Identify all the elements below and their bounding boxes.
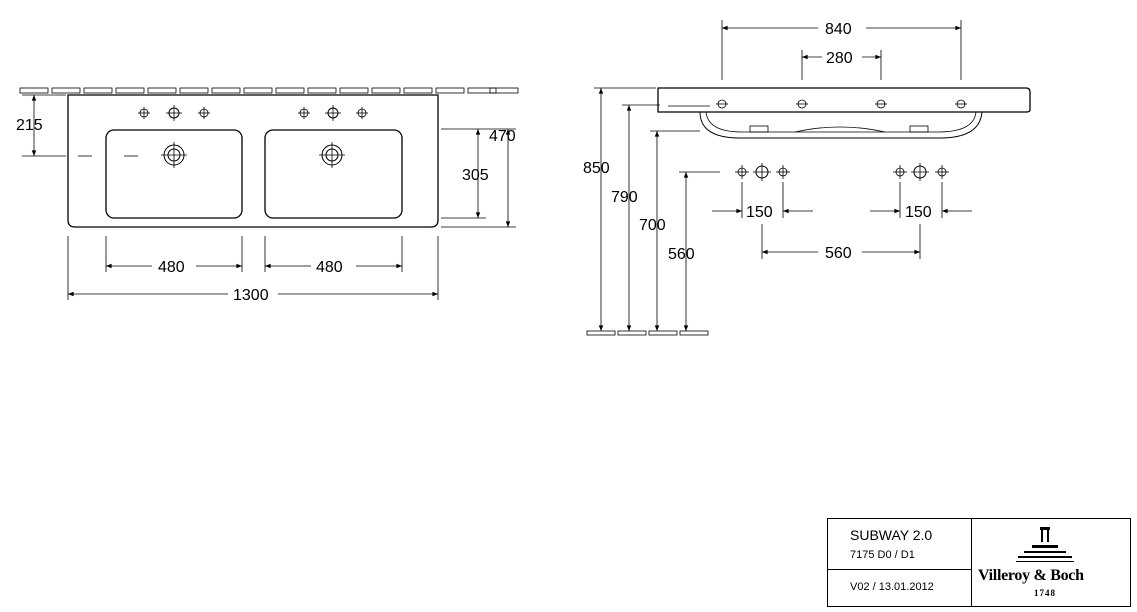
dimension-790: 790 [611, 104, 660, 332]
right-drain-icon [319, 142, 345, 168]
svg-text:840: 840 [825, 21, 852, 38]
svg-text:1300: 1300 [233, 287, 269, 304]
svg-text:280: 280 [826, 50, 853, 67]
svg-text:480: 480 [316, 259, 343, 276]
dimension-305: 305 [441, 129, 489, 219]
dimension-480-right: 480 [264, 236, 403, 276]
title-block-divider [828, 569, 971, 570]
left-supply-connections-icon [735, 163, 790, 181]
svg-text:850: 850 [583, 160, 610, 177]
title-block: SUBWAY 2.0 7175 D0 / D1 V02 / 13.01.2012… [827, 518, 1131, 607]
brand-logo-icon [1016, 527, 1074, 562]
svg-text:480: 480 [158, 259, 185, 276]
brand-area: Villeroy & Boch 1748 [972, 519, 1130, 606]
dimension-215: 215 [16, 94, 66, 157]
svg-text:560: 560 [668, 246, 695, 263]
outlet-markers-icon [716, 99, 967, 109]
brand-year: 1748 [1034, 588, 1056, 598]
side-view: 840 280 850 790 [583, 20, 1031, 336]
product-name: SUBWAY 2.0 [850, 527, 933, 543]
right-tap-holes-icon [298, 105, 368, 121]
svg-text:150: 150 [746, 204, 773, 221]
dimension-560-height: 560 [668, 171, 720, 332]
svg-text:470: 470 [489, 128, 516, 145]
left-tap-holes-icon [138, 105, 210, 121]
wall-tiles [19, 87, 519, 94]
dimension-700: 700 [639, 130, 700, 332]
right-bowl [264, 129, 403, 219]
dimension-150-right: 150 [870, 182, 972, 221]
dimension-480-left: 480 [105, 236, 243, 276]
basin-profile [657, 87, 1031, 113]
version-date: V02 / 13.01.2012 [850, 581, 934, 593]
left-bowl [105, 129, 243, 219]
brand-name: Villeroy & Boch [978, 567, 1084, 584]
svg-text:150: 150 [905, 204, 932, 221]
svg-text:560: 560 [825, 245, 852, 262]
right-supply-connections-icon [893, 163, 949, 181]
dimension-470: 470 [441, 128, 516, 228]
dimension-560-spacing: 560 [761, 224, 921, 262]
svg-text:305: 305 [462, 167, 489, 184]
front-view: 215 470 305 480 480 [16, 87, 519, 304]
title-block-info: SUBWAY 2.0 7175 D0 / D1 V02 / 13.01.2012 [828, 519, 972, 606]
product-code: 7175 D0 / D1 [850, 549, 915, 561]
dimension-1300: 1300 [67, 236, 439, 304]
svg-text:790: 790 [611, 189, 638, 206]
dimension-850: 850 [583, 87, 656, 332]
svg-text:700: 700 [639, 217, 666, 234]
dimension-840: 840 [721, 20, 962, 80]
dimension-280: 280 [801, 50, 882, 80]
dimension-150-left: 150 [712, 182, 813, 221]
left-drain-icon [161, 142, 187, 168]
floor-tiles [586, 330, 709, 336]
svg-text:215: 215 [16, 117, 43, 134]
